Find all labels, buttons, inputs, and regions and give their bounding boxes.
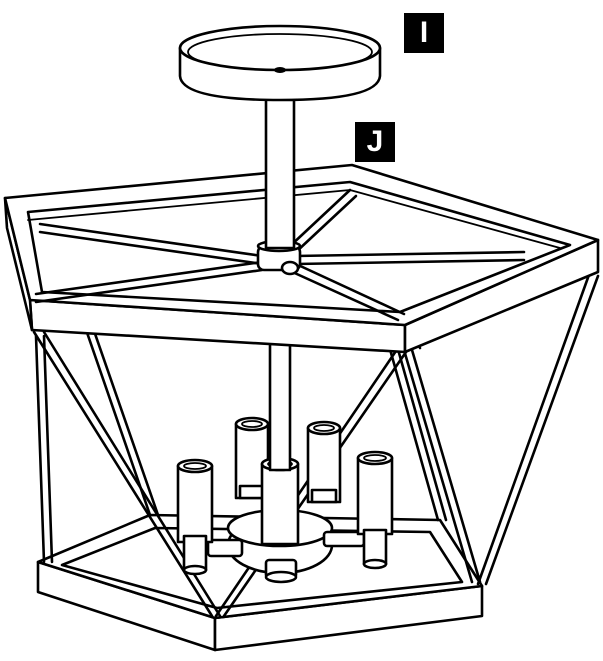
candle-back-right xyxy=(306,420,342,504)
callout-label-i: I xyxy=(404,13,444,53)
canopy xyxy=(178,24,382,102)
canopy-screw xyxy=(274,67,286,73)
downrod xyxy=(264,92,296,250)
top-frame xyxy=(3,163,600,354)
callout-label-j: J xyxy=(355,122,395,162)
candle-right xyxy=(356,450,394,570)
candle-cluster xyxy=(176,416,394,584)
spokes xyxy=(34,188,526,322)
candle-front-left xyxy=(176,458,214,576)
bottom-frame-inner xyxy=(60,526,464,610)
